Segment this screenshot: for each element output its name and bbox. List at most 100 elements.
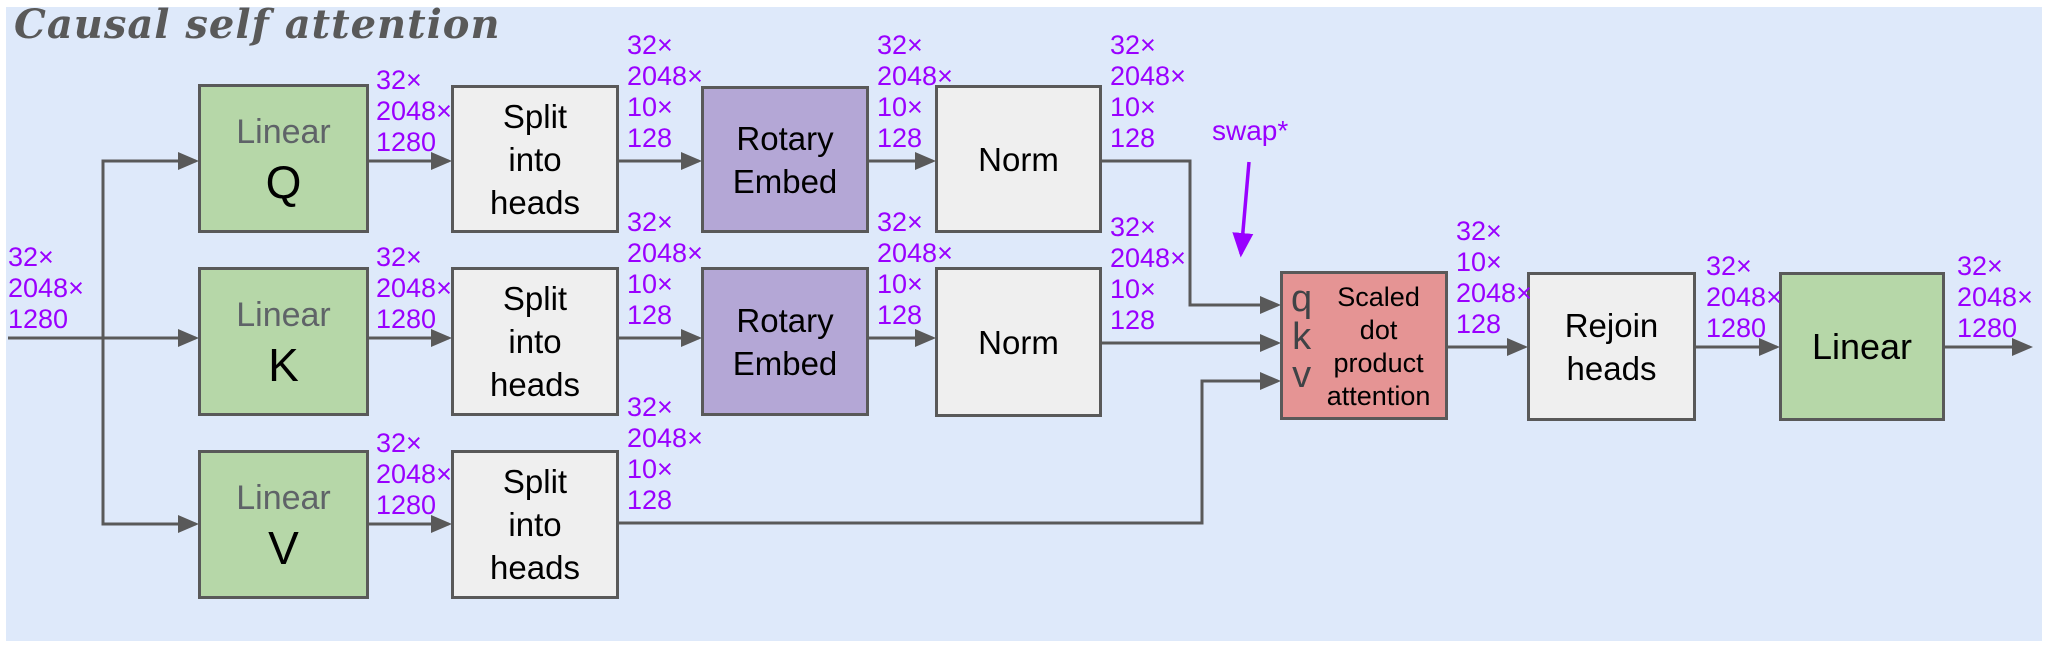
scaled-dot-product-attention-box-label-line: product: [1333, 347, 1424, 378]
dim-norm-q-out-line: 128: [1110, 123, 1156, 153]
dim-norm-k-out-line: 2048×: [1110, 243, 1186, 273]
dim-norm-k-out-line: 128: [1110, 305, 1156, 335]
split-heads-k-box: Split into heads: [451, 267, 619, 416]
dim-norm-k-out: 32×2048×10×128: [1110, 212, 1186, 336]
dim-rotary-k-out-line: 2048×: [877, 238, 953, 268]
dim-norm-k-out-line: 32×: [1110, 212, 1156, 242]
dim-attn-out-line: 10×: [1456, 247, 1502, 277]
dim-final-out-line: 32×: [1957, 251, 2003, 281]
dim-attn-out: 32×10×2048×128: [1456, 216, 1532, 340]
edge-branch-to-q: [101, 152, 199, 338]
dim-input: 32×2048×1280: [8, 242, 84, 335]
dim-q-out-line: 32×: [376, 65, 422, 95]
rotary-embed-k-box-label-line: Embed: [732, 344, 838, 382]
split-heads-v-box-label-line: into: [508, 506, 562, 543]
dim-rejoin-out-line: 2048×: [1706, 282, 1782, 312]
dim-norm-q-out-line: 2048×: [1110, 61, 1186, 91]
split-heads-q-box-label-line: into: [508, 140, 562, 178]
edge-branch-to-v: [101, 338, 199, 533]
swap-annotation-arrow: [1232, 161, 1254, 258]
dim-v-out: 32×2048×1280: [376, 428, 452, 521]
linear-v-box-sublabel: Linear: [236, 478, 331, 517]
dim-split-k-out-line: 2048×: [627, 238, 703, 268]
dim-rotary-q-out-line: 32×: [877, 30, 923, 60]
dim-rejoin-out-line: 1280: [1706, 313, 1767, 343]
rejoin-heads-box: Rejoin heads: [1527, 272, 1696, 421]
linear-k-box-sublabel: Linear: [236, 295, 331, 334]
dim-split-q-out: 32×2048×10×128: [627, 30, 703, 154]
dim-split-k-out-line: 128: [627, 300, 673, 330]
linear-v-box-letter: V: [268, 521, 299, 574]
rejoin-heads-box-label-line: heads: [1566, 349, 1657, 387]
rejoin-heads-box-label-line: Rejoin: [1564, 306, 1659, 344]
dim-rotary-k-out-line: 10×: [877, 269, 923, 299]
dim-split-q-out-line: 2048×: [627, 61, 703, 91]
norm-q-box: Norm: [935, 85, 1102, 233]
dim-input-line: 2048×: [8, 273, 84, 303]
dim-v-out-line: 32×: [376, 428, 422, 458]
dim-final-out: 32×2048×1280: [1957, 251, 2033, 344]
attention-port-k: k: [1292, 316, 1312, 358]
split-heads-v-box-label-line: heads: [490, 549, 580, 586]
dim-rotary-k-out-line: 128: [877, 300, 923, 330]
split-heads-q-box: Split into heads: [451, 85, 619, 233]
linear-q-box-letter: Q: [265, 155, 302, 208]
linear-out-box-label-line: Linear: [1811, 325, 1913, 367]
scaled-dot-product-attention-box-label-line: attention: [1326, 380, 1431, 411]
dim-split-k-out-line: 32×: [627, 207, 673, 237]
split-heads-v-box-label-line: Split: [502, 463, 568, 500]
split-heads-q-box-label-line: heads: [490, 183, 580, 221]
rotary-embed-q-box-label-line: Embed: [732, 162, 838, 200]
swap-annotation-label: swap*: [1212, 115, 1289, 146]
dim-v-out-line: 1280: [376, 490, 437, 520]
dim-attn-out-line: 32×: [1456, 216, 1502, 246]
split-heads-k-box-label-line: Split: [502, 280, 568, 317]
dim-input-line: 1280: [8, 304, 69, 334]
dim-split-v-out: 32×2048×10×128: [627, 392, 703, 516]
dim-rotary-q-out-line: 128: [877, 123, 923, 153]
dim-q-out-line: 2048×: [376, 96, 452, 126]
norm-q-box-label-line: Norm: [978, 140, 1059, 178]
dim-norm-q-out: 32×2048×10×128: [1110, 30, 1186, 154]
split-heads-k-box-label-line: into: [508, 323, 562, 360]
norm-k-box: Norm: [935, 267, 1102, 417]
dim-final-out-line: 1280: [1957, 313, 2018, 343]
dim-rejoin-out: 32×2048×1280: [1706, 251, 1782, 344]
dim-rotary-k-out-line: 32×: [877, 207, 923, 237]
attention-port-q: q: [1291, 278, 1313, 320]
scaled-dot-product-attention-box-label-line: Scaled: [1337, 281, 1420, 312]
dim-final-out-line: 2048×: [1957, 282, 2033, 312]
rotary-embed-k-box-label-line: Rotary: [736, 301, 834, 339]
dim-norm-q-out-line: 32×: [1110, 30, 1156, 60]
dim-split-q-out-line: 10×: [627, 92, 673, 122]
dim-split-v-out-line: 128: [627, 485, 673, 515]
dim-q-out-line: 1280: [376, 127, 437, 157]
dim-split-k-out-line: 10×: [627, 269, 673, 299]
scaled-dot-product-attention-box-label-line: dot: [1359, 314, 1398, 345]
split-heads-k-box-label-line: heads: [490, 366, 580, 403]
dim-split-q-out-line: 128: [627, 123, 673, 153]
dim-split-q-out-line: 32×: [627, 30, 673, 60]
dim-v-out-line: 2048×: [376, 459, 452, 489]
dim-rotary-q-out-line: 2048×: [877, 61, 953, 91]
dim-norm-q-out-line: 10×: [1110, 92, 1156, 122]
linear-q-box-sublabel: Linear: [236, 112, 331, 151]
dim-k-out-line: 2048×: [376, 273, 452, 303]
rotary-embed-q-box-label-line: Rotary: [736, 119, 834, 157]
dim-split-v-out-line: 32×: [627, 392, 673, 422]
dim-norm-k-out-line: 10×: [1110, 274, 1156, 304]
dim-rotary-q-out-line: 10×: [877, 92, 923, 122]
edge-splitv-attn-v: [619, 372, 1281, 525]
dim-split-v-out-line: 10×: [627, 454, 673, 484]
dim-q-out: 32×2048×1280: [376, 65, 452, 158]
dim-rejoin-out-line: 32×: [1706, 251, 1752, 281]
split-heads-q-box-label-line: Split: [502, 97, 568, 135]
